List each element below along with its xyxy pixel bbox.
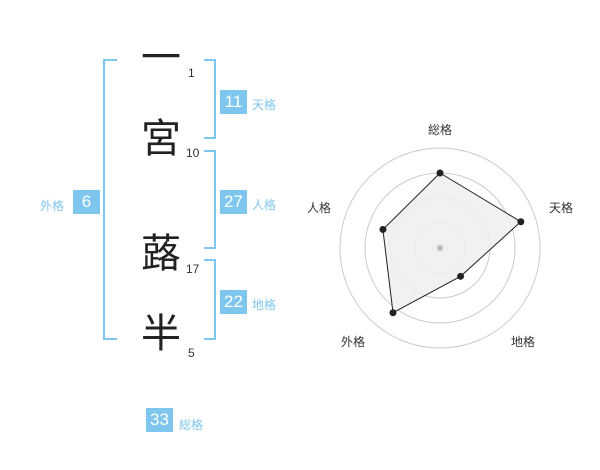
radar-point	[517, 218, 525, 226]
jinkaku-value: 27	[220, 190, 247, 214]
stroke-count-1: 1	[188, 66, 195, 80]
soukaku-label: 総格	[179, 418, 204, 432]
radar-axis-label-tenkaku: 天格	[549, 200, 573, 215]
name-char-1: 一	[141, 35, 181, 81]
radar-axis-label-jinkaku: 人格	[307, 200, 331, 215]
radar-axis-label-gaikaku: 外格	[341, 334, 365, 349]
radar-point	[436, 169, 444, 177]
jinkaku-label: 人格	[252, 198, 277, 212]
tenkaku-bracket	[204, 59, 216, 139]
radar-data-polygon	[382, 172, 522, 314]
name-char-3: 蕗	[141, 231, 181, 277]
radar-point	[389, 309, 397, 317]
jinkaku-bracket	[204, 150, 216, 249]
stroke-count-2: 10	[186, 146, 200, 160]
name-char-4: 半	[141, 311, 181, 357]
stroke-count-3: 17	[186, 262, 200, 276]
stroke-count-4: 5	[188, 346, 195, 360]
chikaku-label: 地格	[252, 298, 277, 312]
gaikaku-label: 外格	[40, 199, 65, 213]
gaikaku-value: 6	[73, 190, 100, 214]
chikaku-value: 22	[220, 290, 247, 314]
radar-axis-label-chikaku: 地格	[511, 334, 535, 349]
tenkaku-value: 11	[220, 90, 247, 114]
name-char-2: 宮	[141, 116, 181, 162]
radar-ring	[339, 147, 541, 349]
radar-data-points	[379, 169, 525, 317]
radar-center-dot	[437, 245, 443, 251]
radar-point	[379, 225, 387, 233]
radar-point	[457, 272, 465, 280]
radar-axis-label-soukaku: 総格	[428, 122, 452, 137]
soukaku-value: 33	[146, 408, 173, 432]
tenkaku-label: 天格	[252, 98, 277, 112]
gaikaku-bracket	[103, 59, 117, 340]
chikaku-bracket	[204, 259, 216, 340]
